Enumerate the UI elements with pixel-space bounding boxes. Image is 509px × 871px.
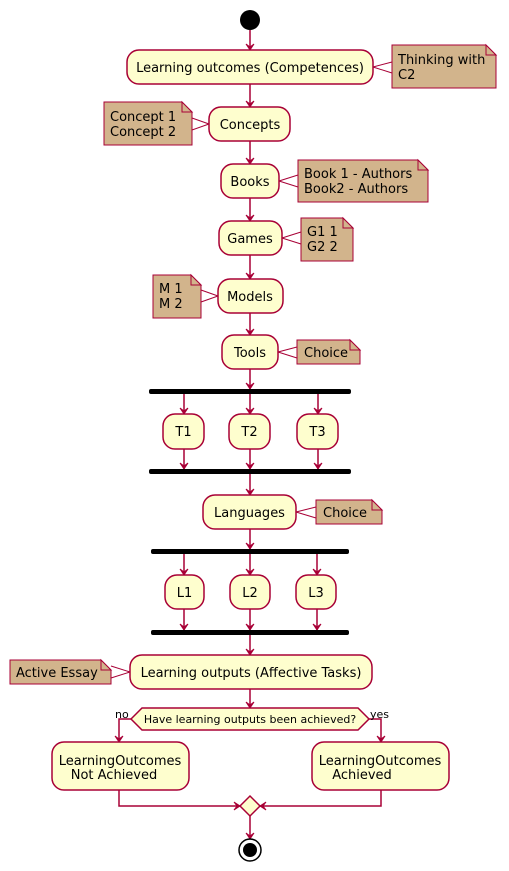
note-line1: Book 1 - Authors: [304, 167, 412, 182]
fork-bar-tools: [149, 389, 351, 394]
activity-l2: L2: [229, 574, 271, 610]
activity-t1: T1: [162, 413, 205, 450]
note-thinking: Thinking with C2: [372, 43, 498, 89]
activity-games: Games: [218, 220, 283, 256]
note-text: Active Essay: [16, 666, 98, 681]
activity-label: T2: [240, 425, 257, 440]
decision-achieved: Have learning outputs been achieved? no …: [115, 707, 389, 731]
note-games: G1 1 G2 2: [281, 216, 355, 262]
note-line1: G1 1: [307, 225, 338, 240]
activity-not-achieved: LearningOutcomes Not Achieved: [51, 741, 190, 791]
note-languages-choice: Choice: [295, 498, 384, 525]
note-line2: G2 2: [307, 240, 338, 255]
activity-learning-outcomes: Learning outcomes (Competences): [126, 49, 374, 85]
activity-books: Books: [220, 163, 280, 199]
activity-label: Models: [227, 290, 273, 305]
activity-label: T3: [308, 425, 325, 440]
activity-t3: T3: [296, 413, 339, 450]
activity-label: Books: [230, 175, 269, 190]
note-tools-choice: Choice: [277, 338, 362, 365]
note-models: M 1 M 2: [152, 273, 219, 319]
activity-label-line1: LearningOutcomes: [319, 754, 442, 769]
activity-label: Concepts: [220, 118, 281, 133]
decision-no-label: no: [115, 708, 129, 721]
activity-learning-outputs: Learning outputs (Affective Tasks): [129, 654, 373, 690]
fork-bar-languages: [151, 549, 349, 554]
activity-label: L3: [308, 586, 324, 601]
activity-models: Models: [217, 278, 284, 314]
decision-yes-label: yes: [370, 708, 389, 721]
activity-l3: L3: [295, 574, 337, 610]
activity-label: Tools: [233, 346, 266, 361]
join-bar-tools: [149, 469, 351, 474]
activity-label-line1: LearningOutcomes: [59, 754, 182, 769]
activity-label: Learning outputs (Affective Tasks): [141, 666, 362, 681]
note-line1: Thinking with: [397, 53, 485, 68]
note-line2: Concept 2: [110, 125, 176, 140]
activity-label: T1: [174, 425, 191, 440]
note-line1: M 1: [159, 282, 183, 297]
flow-edges: [114, 30, 386, 840]
activity-languages: Languages: [202, 494, 297, 530]
note-books: Book 1 - Authors Book2 - Authors: [278, 158, 430, 203]
activity-label-line2: Not Achieved: [71, 768, 158, 783]
activity-label: Learning outcomes (Competences): [136, 61, 364, 76]
start-node: [240, 10, 260, 30]
activity-label: Games: [227, 232, 273, 247]
activity-label: L1: [177, 586, 193, 601]
end-node: [238, 838, 262, 862]
note-active-essay: Active Essay: [9, 658, 131, 685]
note-line1: Concept 1: [110, 110, 176, 125]
note-line2: C2: [398, 68, 415, 83]
activity-label: Languages: [214, 506, 285, 521]
activity-label-line2: Achieved: [332, 768, 392, 783]
note-text: Choice: [323, 506, 367, 521]
activity-tools: Tools: [221, 334, 279, 370]
note-concepts: Concept 1 Concept 2: [103, 100, 210, 146]
note-line2: Book2 - Authors: [304, 182, 408, 197]
activity-t2: T2: [228, 413, 271, 450]
merge-node: [238, 794, 262, 818]
activity-concepts: Concepts: [208, 106, 291, 142]
activity-achieved: LearningOutcomes Achieved: [311, 741, 450, 791]
decision-question: Have learning outputs been achieved?: [144, 713, 356, 726]
note-text: Choice: [304, 346, 348, 361]
join-bar-languages: [151, 630, 349, 635]
note-line2: M 2: [159, 297, 183, 312]
activity-label: L2: [242, 586, 258, 601]
activity-l1: L1: [164, 574, 205, 610]
